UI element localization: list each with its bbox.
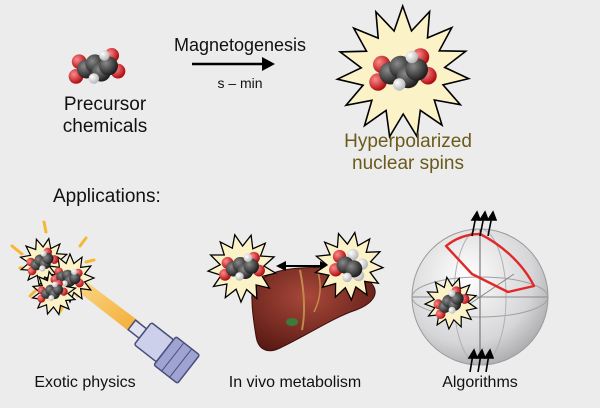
application-label-exotic-physics: Exotic physics: [34, 374, 136, 391]
hyperpolarized-starburst-icon: [335, 3, 472, 139]
application-label-algorithms: Algorithms: [442, 374, 518, 391]
process-label: Magnetogenesis: [173, 35, 307, 55]
time-label: s – min: [217, 75, 263, 91]
application-label-in-vivo-metabolism: In vivo metabolism: [228, 374, 362, 391]
precursor-molecule-icon: [68, 48, 126, 84]
algorithms-bloch-sphere-illustration: [411, 210, 549, 373]
applications-heading: Applications:: [53, 186, 161, 207]
precursor-label: Precursor chemicals: [62, 94, 148, 137]
exotic-physics-illustration: [10, 220, 200, 384]
process-arrow: [192, 57, 275, 71]
in-vivo-metabolism-illustration: [206, 230, 385, 352]
result-label: Hyperpolarized nuclear spins: [344, 131, 472, 174]
